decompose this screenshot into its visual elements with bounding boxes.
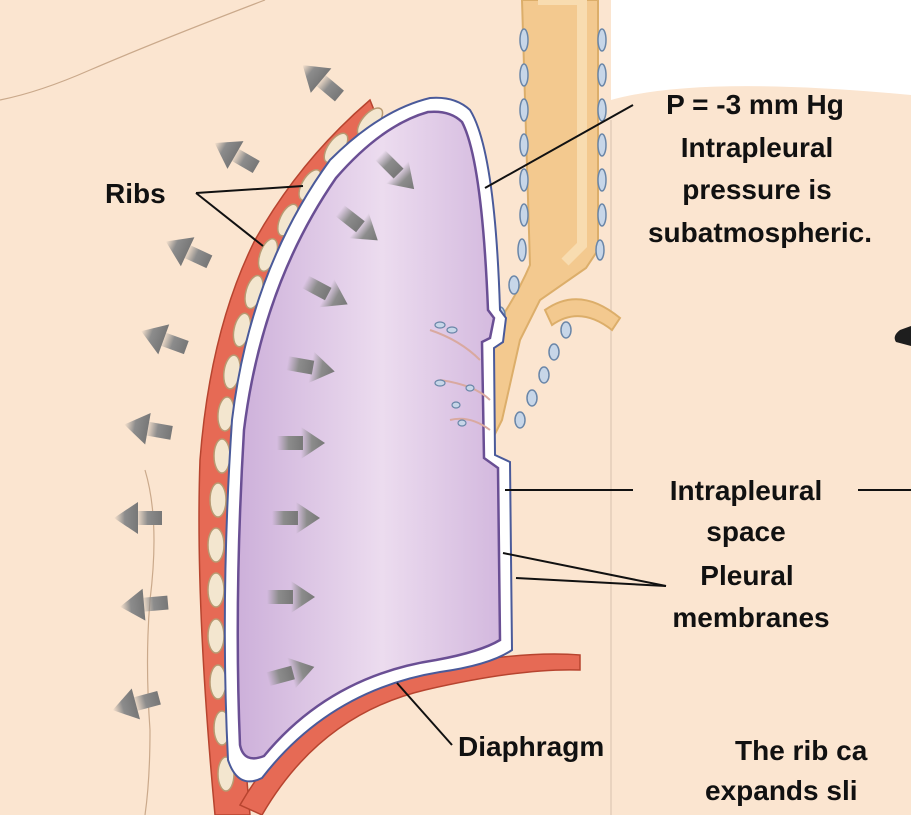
pressure-line-1: P = -3 mm Hg: [666, 89, 844, 120]
space-line-2: space: [706, 516, 785, 547]
pressure-line-4: subatmospheric.: [648, 217, 872, 248]
cut-line-1: The rib ca: [735, 735, 868, 766]
pleural-line-1: Pleural: [700, 560, 793, 591]
label-diaphragm: Diaphragm: [458, 731, 604, 762]
pressure-line-3: pressure is: [682, 174, 831, 205]
cut-line-2: expands sli: [705, 775, 858, 806]
pressure-line-2: Intrapleural: [681, 132, 833, 163]
label-ribs: Ribs: [105, 178, 166, 209]
space-line-1: Intrapleural: [670, 475, 822, 506]
pleural-line-2: membranes: [672, 602, 829, 633]
